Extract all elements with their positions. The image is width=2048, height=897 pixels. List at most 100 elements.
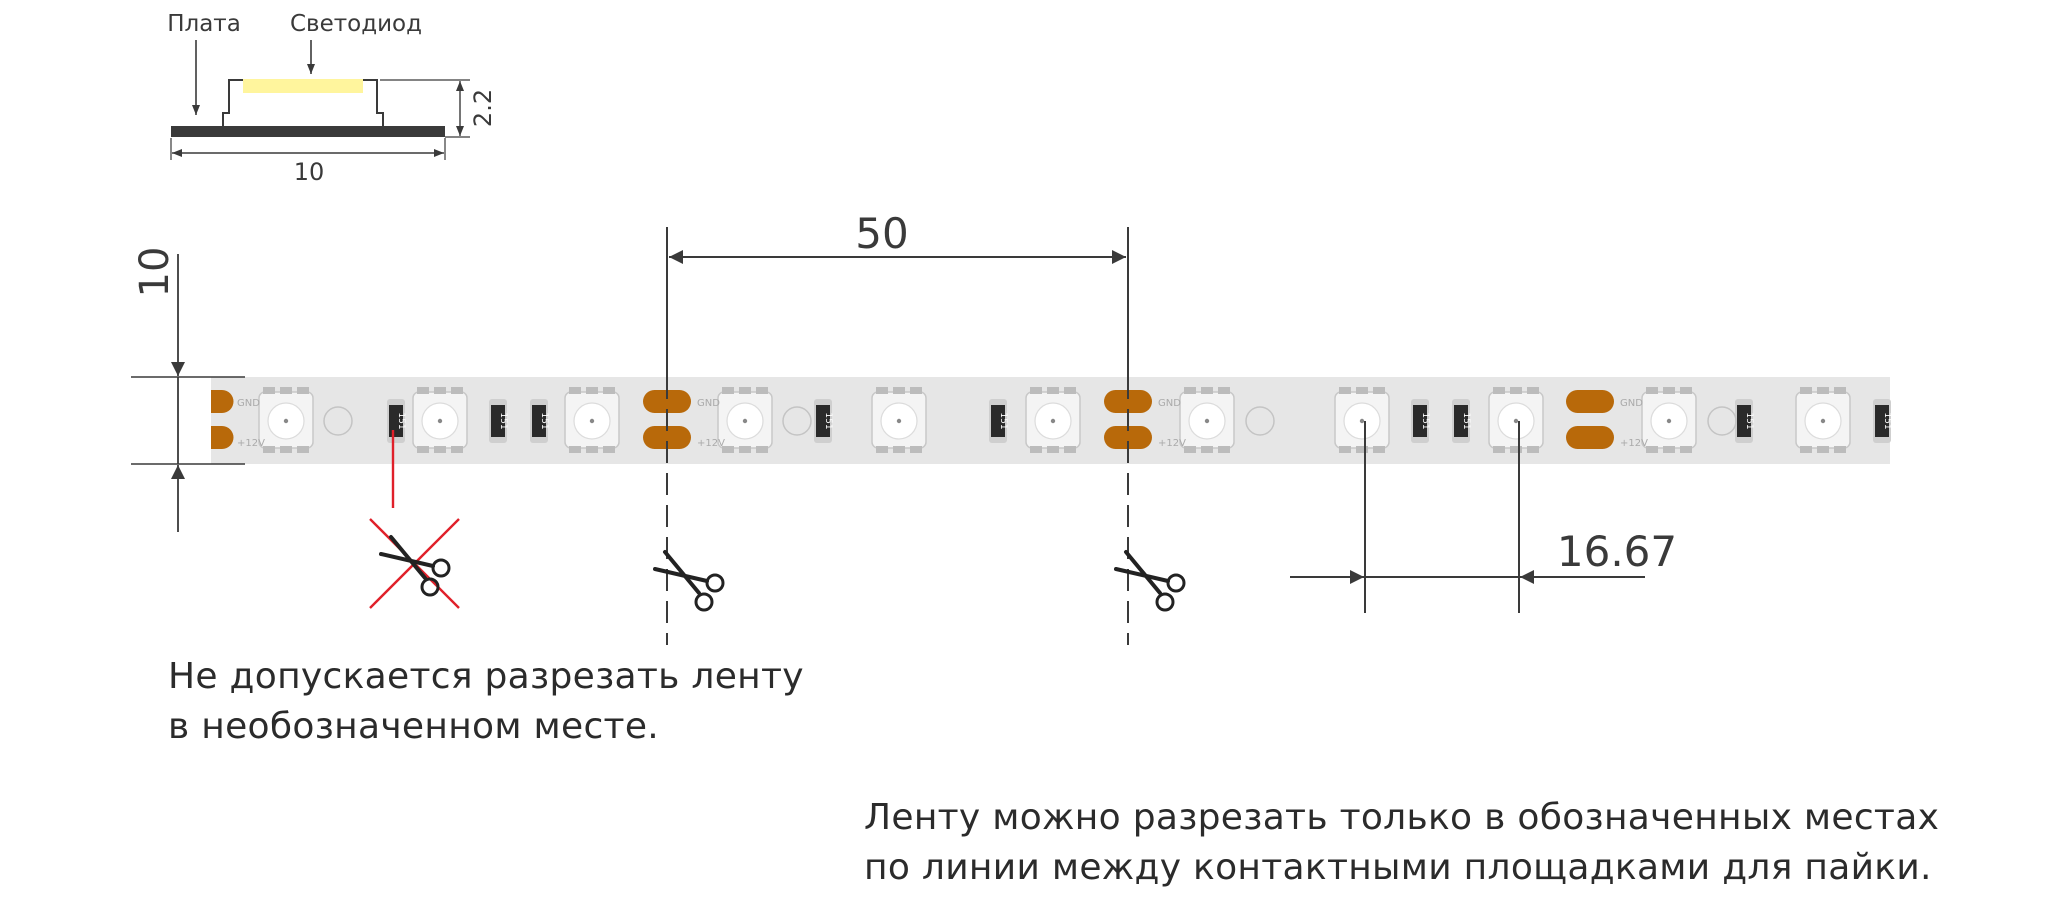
resistor-code: 151 [1420, 412, 1430, 429]
led-lead [434, 446, 446, 453]
led-lead [1184, 387, 1196, 394]
led-lead [280, 387, 292, 394]
led-lead [569, 446, 581, 453]
resistor-code: 151 [1744, 412, 1754, 429]
strip-width-label: 10 [132, 247, 178, 298]
led-lead [1527, 387, 1539, 394]
led-lead [722, 387, 734, 394]
led-die [1050, 418, 1056, 424]
led-lead [1030, 387, 1042, 394]
resistor-body [1875, 405, 1889, 437]
led-die [1820, 418, 1826, 424]
pad-label-v: +12V [1158, 438, 1186, 449]
note-forbidden-line-1: Не допускается разрезать ленту [168, 656, 804, 697]
led-lead [603, 446, 615, 453]
solder-pad-end [211, 390, 234, 413]
resistor-body [532, 405, 546, 437]
led-lead [263, 387, 275, 394]
profile-height-label: 2.2 [469, 89, 497, 127]
led-die [1666, 418, 1672, 424]
led-lead [1356, 387, 1368, 394]
led-lead [756, 387, 768, 394]
led-lead [739, 446, 751, 453]
resistor-code: 151 [1882, 412, 1892, 429]
led-pitch-dimension: 16.67 [1290, 421, 1677, 613]
led-lead [1339, 387, 1351, 394]
profile-board [171, 126, 445, 137]
note-allowed: Ленту можно разрезать только в обозначен… [864, 793, 1939, 893]
led-lead [1834, 446, 1846, 453]
scissors-icon [653, 550, 725, 612]
pad-label-gnd: GND [1158, 398, 1181, 409]
profile-cross-section: Плата Светодиод 2.2 10 [167, 11, 497, 186]
led-lead [1800, 387, 1812, 394]
scissors-icon [379, 535, 451, 597]
led-lead [1680, 387, 1692, 394]
brand-logo-mark [782, 406, 812, 436]
led-die [1359, 418, 1365, 424]
led-die [437, 418, 443, 424]
led-lead [451, 387, 463, 394]
led-lead [1663, 387, 1675, 394]
resistor-body [1413, 405, 1427, 437]
cut-lines [666, 377, 1129, 645]
led-lead [1201, 387, 1213, 394]
pad-label-gnd: GND [1620, 398, 1643, 409]
solder-pad [1566, 390, 1614, 413]
led-lead [1800, 446, 1812, 453]
led-lead [1834, 387, 1846, 394]
resistor-code: 151 [396, 412, 406, 429]
led-lead [1680, 446, 1692, 453]
led-lead [1356, 446, 1368, 453]
note-allowed-line-2: по линии между контактными площадками дл… [864, 847, 1932, 888]
label-led: Светодиод [290, 11, 422, 37]
note-forbidden: Не допускается разрезать ленту в необозн… [168, 652, 804, 752]
pad-label-gnd: GND [697, 398, 720, 409]
led-lead [1527, 446, 1539, 453]
led-lead [417, 387, 429, 394]
led-die [742, 418, 748, 424]
cut-step-dimension: 50 [666, 209, 1129, 377]
led-lead [1373, 387, 1385, 394]
brand-logo-mark [323, 406, 353, 436]
led-lead [434, 387, 446, 394]
led-lead [1510, 446, 1522, 453]
led-chip [243, 79, 363, 93]
resistor-code: 151 [1461, 412, 1471, 429]
resistor-body [491, 405, 505, 437]
led-lead [569, 387, 581, 394]
led-lead [1646, 387, 1658, 394]
led-lead [1663, 446, 1675, 453]
resistor-body [389, 405, 403, 437]
brand-logo-mark [1707, 406, 1737, 436]
led-pitch-label: 16.67 [1557, 527, 1677, 576]
led-lead [297, 387, 309, 394]
led-lead [417, 446, 429, 453]
resistor-body [991, 405, 1005, 437]
led-lead [586, 446, 598, 453]
resistor-body [1737, 405, 1751, 437]
led-lead [1064, 446, 1076, 453]
led-lead [1510, 387, 1522, 394]
pad-label-v: +12V [237, 438, 265, 449]
led-lead [586, 387, 598, 394]
pad-label-v: +12V [1620, 438, 1648, 449]
led-lead [1218, 387, 1230, 394]
led-lead [893, 446, 905, 453]
led-lead [876, 387, 888, 394]
led-lead [1493, 387, 1505, 394]
led-lead [263, 446, 275, 453]
led-lead [1047, 446, 1059, 453]
forbidden-cut-marker [369, 430, 460, 609]
led-lead [1064, 387, 1076, 394]
solder-pad [1566, 426, 1614, 449]
led-lead [1030, 446, 1042, 453]
led-lead [1201, 446, 1213, 453]
led-lead [893, 387, 905, 394]
strip-width-dimension: 10 [131, 247, 245, 532]
led-die [1513, 418, 1519, 424]
led-die [283, 418, 289, 424]
